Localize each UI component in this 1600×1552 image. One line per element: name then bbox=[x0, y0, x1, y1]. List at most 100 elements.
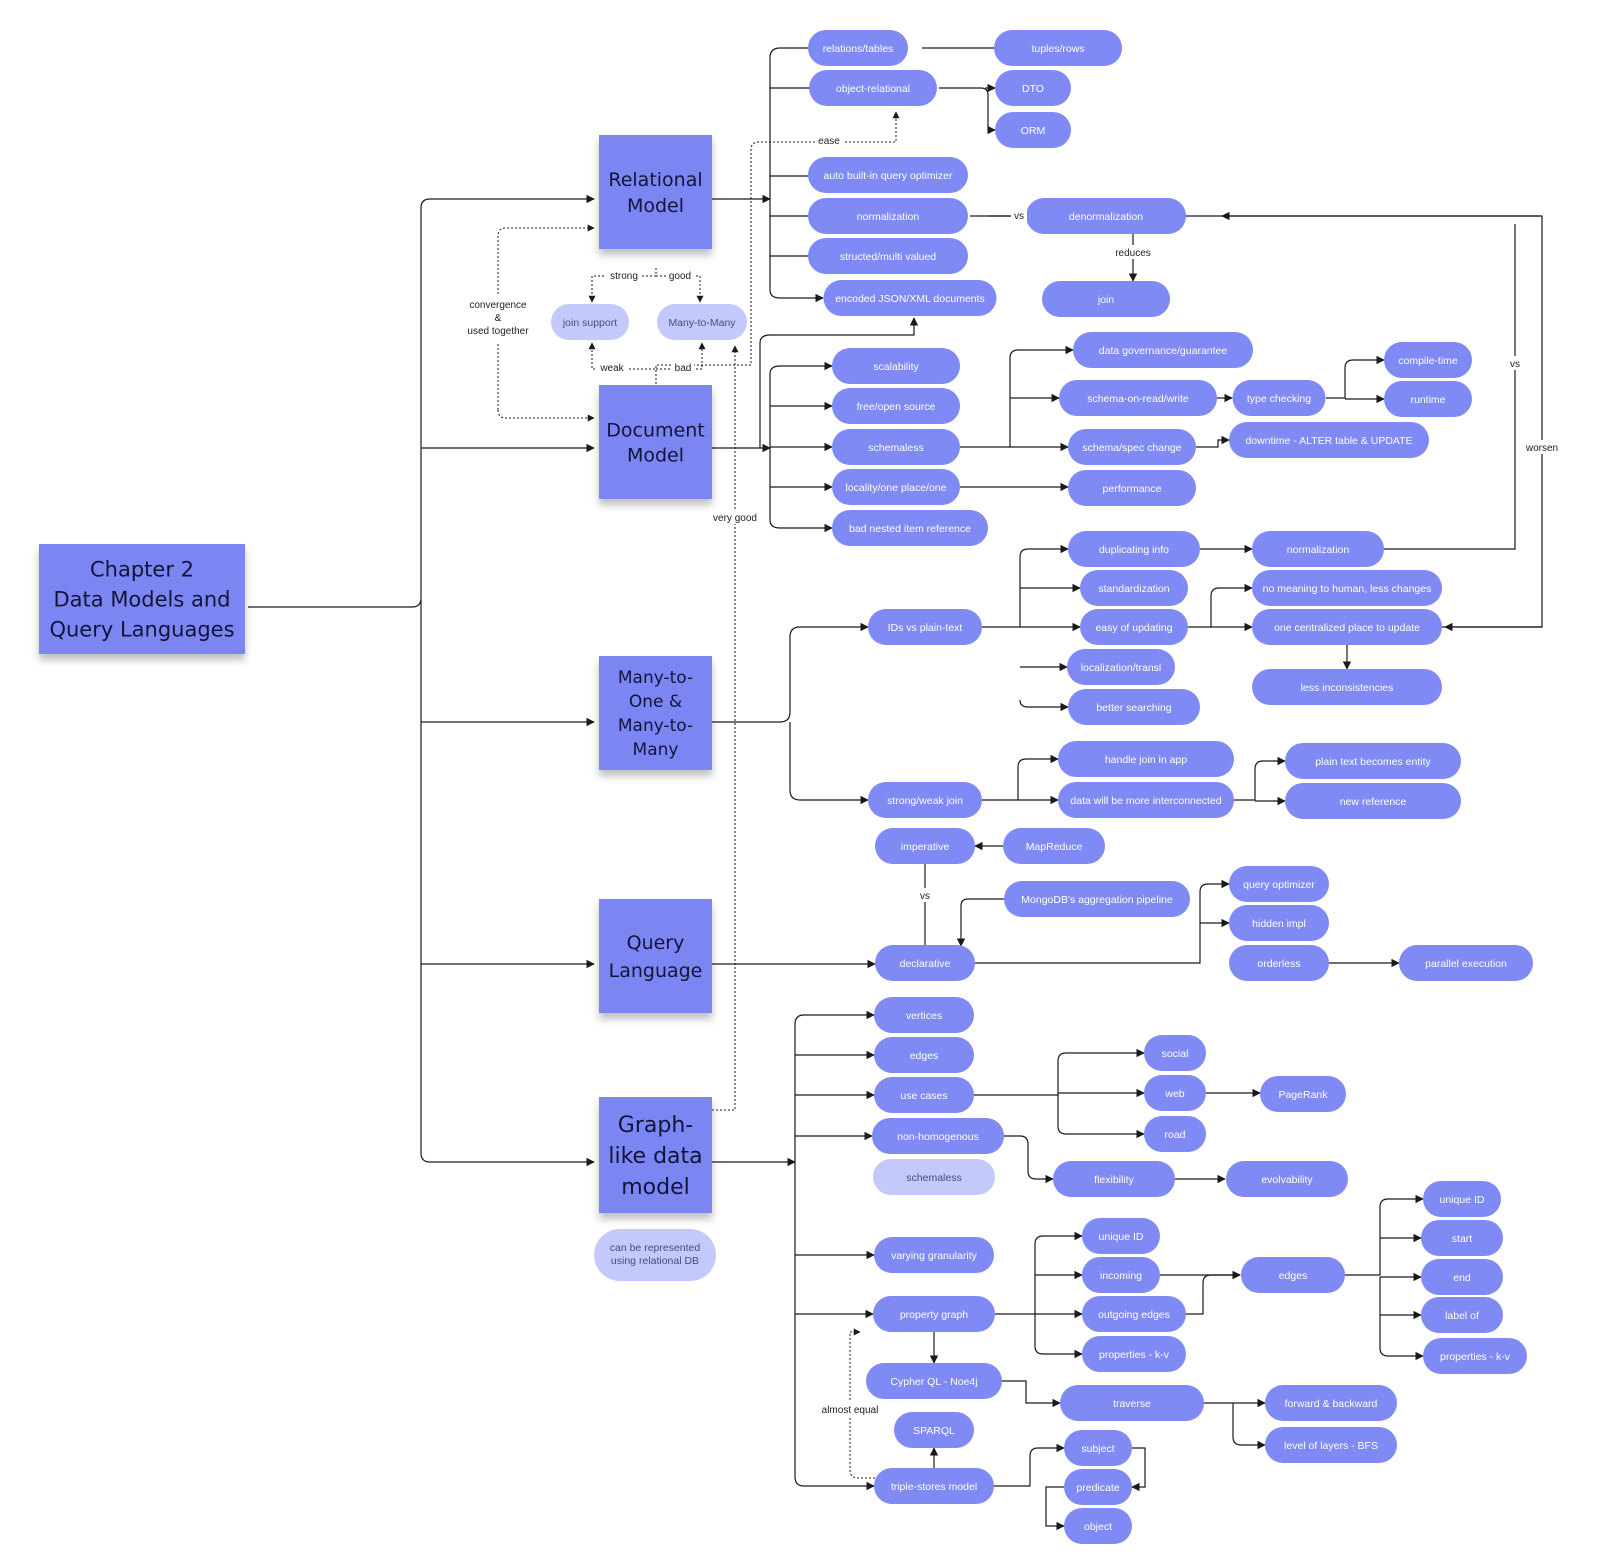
node-start: start bbox=[1421, 1220, 1503, 1256]
node-object: object bbox=[1064, 1508, 1132, 1544]
node-label: bad nested item reference bbox=[849, 523, 971, 535]
node-join-support: join support bbox=[551, 304, 629, 340]
node-flexibility: flexibility bbox=[1053, 1161, 1175, 1197]
node-label: standardization bbox=[1098, 583, 1169, 595]
node-label: IDs vs plain-text bbox=[888, 622, 963, 634]
edge-label-convergence: convergence bbox=[469, 300, 527, 311]
node-label: encoded JSON/XML documents bbox=[835, 293, 985, 305]
node-label: normalization bbox=[857, 211, 920, 223]
topic-many-to-one-label: One & bbox=[629, 692, 682, 712]
node-unique-id-e: unique ID bbox=[1423, 1181, 1501, 1217]
node-road: road bbox=[1144, 1116, 1206, 1152]
node-label: localization/transl bbox=[1081, 662, 1162, 674]
node-standardization: standardization bbox=[1080, 570, 1188, 606]
topic-document-model-label: Model bbox=[627, 444, 684, 466]
node-locality: locality/one place/one bbox=[832, 469, 960, 505]
node-label: structed/multi valued bbox=[840, 251, 936, 263]
topic-document-model-label: Document bbox=[606, 419, 704, 441]
node-denormalization: denormalization bbox=[1026, 198, 1186, 234]
edge-label-weak: weak bbox=[599, 363, 624, 374]
node-label: normalization bbox=[1287, 544, 1350, 556]
node-incoming: incoming bbox=[1082, 1257, 1160, 1293]
node-label: triple-stores model bbox=[891, 1481, 977, 1493]
topic-graph-like-label: Graph- bbox=[618, 1113, 693, 1138]
node-label-line: using relational DB bbox=[611, 1255, 699, 1267]
node-normalization2: normalization bbox=[1252, 531, 1384, 567]
node-label: join bbox=[1097, 294, 1115, 306]
node-new-reference: new reference bbox=[1285, 783, 1461, 819]
node-label: downtime - ALTER table & UPDATE bbox=[1245, 435, 1412, 447]
topic-query-language-label: Query bbox=[627, 932, 685, 954]
node-outgoing-edges: outgoing edges bbox=[1082, 1296, 1186, 1332]
node-label: imperative bbox=[901, 841, 950, 853]
node-handle-join: handle join in app bbox=[1058, 741, 1234, 777]
node-edges-pg: edges bbox=[1241, 1257, 1345, 1293]
node-label: end bbox=[1453, 1272, 1471, 1284]
node-label: social bbox=[1162, 1048, 1189, 1060]
node-better-searching: better searching bbox=[1068, 689, 1200, 725]
topic-many-to-one-label: Many-to- bbox=[618, 716, 693, 736]
node-label: auto built-in query optimizer bbox=[824, 170, 953, 182]
node-label: varying granularity bbox=[891, 1250, 978, 1262]
node-less-inconsistencies: less inconsistencies bbox=[1252, 669, 1442, 705]
topic-graph-like-label: model bbox=[621, 1175, 690, 1200]
node-label: scalability bbox=[873, 361, 919, 373]
node-encoded-json: encoded JSON/XML documents bbox=[823, 280, 997, 316]
main-topic-chapter-2-label: Chapter 2 bbox=[90, 558, 194, 582]
node-imperative: imperative bbox=[875, 828, 975, 864]
node-label: data will be more interconnected bbox=[1070, 795, 1221, 807]
node-query-optimizer: query optimizer bbox=[1229, 866, 1329, 902]
edge-label-strong: strong bbox=[610, 271, 638, 282]
node-strong-weak-join: strong/weak join bbox=[868, 782, 982, 818]
node-auto-optimizer: auto built-in query optimizer bbox=[808, 157, 968, 193]
node-end: end bbox=[1421, 1259, 1503, 1295]
node-label: traverse bbox=[1113, 1398, 1151, 1410]
node-label: edges bbox=[1279, 1270, 1308, 1282]
edge-label-vs1: vs bbox=[1014, 211, 1024, 222]
topic-graph-like-label: like data bbox=[608, 1144, 702, 1169]
node-label: strong/weak join bbox=[887, 795, 963, 807]
node-label: object-relational bbox=[836, 83, 910, 95]
node-dto: DTO bbox=[995, 70, 1071, 106]
node-schemaless-doc: schemaless bbox=[832, 429, 960, 465]
edge-label-very-good: very good bbox=[713, 513, 757, 524]
node-social: social bbox=[1144, 1035, 1206, 1071]
node-orm: ORM bbox=[995, 112, 1071, 148]
node-label-of: label of bbox=[1421, 1297, 1503, 1333]
node-parallel-execution: parallel execution bbox=[1399, 945, 1533, 981]
node-label: performance bbox=[1103, 483, 1162, 495]
node-bad-nested: bad nested item reference bbox=[832, 510, 988, 546]
node-pagerank: PageRank bbox=[1260, 1076, 1346, 1112]
node-label: compile-time bbox=[1398, 355, 1458, 367]
node-label: property graph bbox=[900, 1309, 968, 1321]
node-easy-updating: easy of updating bbox=[1080, 609, 1188, 645]
node-vertices: vertices bbox=[874, 997, 974, 1033]
node-subject: subject bbox=[1064, 1430, 1132, 1466]
node-label: schemaless bbox=[868, 442, 923, 454]
node-level-layers: level of layers - BFS bbox=[1265, 1427, 1397, 1463]
node-edges-g: edges bbox=[874, 1037, 974, 1073]
node-label: outgoing edges bbox=[1098, 1309, 1170, 1321]
node-orderless: orderless bbox=[1229, 945, 1329, 981]
edge-label-good: good bbox=[669, 271, 691, 282]
node-label: level of layers - BFS bbox=[1284, 1440, 1378, 1452]
node-label-line: can be represented bbox=[610, 1242, 701, 1254]
node-label: easy of updating bbox=[1095, 622, 1172, 634]
node-label: incoming bbox=[1100, 1270, 1142, 1282]
node-declarative: declarative bbox=[875, 945, 975, 981]
node-properties-e: properties - k-v bbox=[1423, 1338, 1527, 1374]
node-label: object bbox=[1084, 1521, 1112, 1533]
node-many-to-many: Many-to-Many bbox=[657, 304, 747, 340]
node-performance: performance bbox=[1068, 470, 1196, 506]
node-label: free/open source bbox=[857, 401, 936, 413]
node-evolvability: evolvability bbox=[1226, 1161, 1348, 1197]
node-label: subject bbox=[1081, 1443, 1114, 1455]
node-cypher: Cypher QL - Noe4j bbox=[866, 1363, 1002, 1399]
node-label: query optimizer bbox=[1243, 879, 1315, 891]
node-hidden-impl: hidden impl bbox=[1229, 905, 1329, 941]
node-label: handle join in app bbox=[1105, 754, 1187, 766]
